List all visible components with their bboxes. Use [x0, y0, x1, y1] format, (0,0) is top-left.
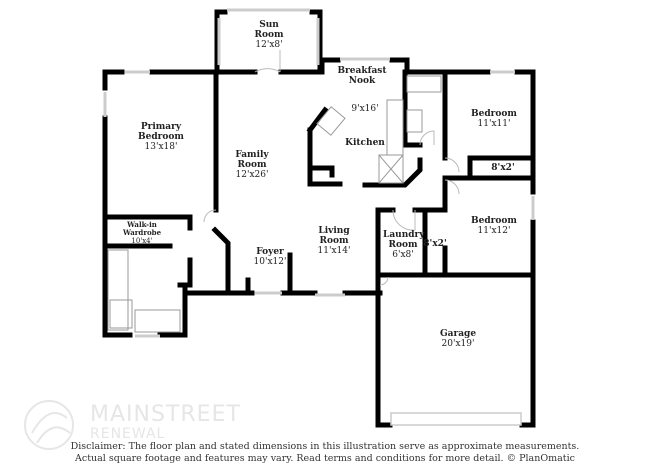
closet-label-1: 8'x2' [491, 163, 515, 173]
disclaimer-line-1: Disclaimer: The floor plan and stated di… [70, 441, 580, 452]
closet-label-2: 8'x2' [423, 239, 447, 249]
room-label-kitchen: Kitchen [345, 138, 385, 148]
room-dim-breakfast-nook: 9'x16' [351, 104, 379, 114]
doors [203, 50, 460, 286]
windows [103, 8, 535, 338]
fixtures [107, 75, 442, 333]
logo-icon [24, 400, 74, 450]
garage-door [390, 412, 522, 426]
walls [102, 9, 536, 428]
mainstreet-logo: MAINSTREET RENEWAL [22, 398, 240, 457]
disclaimer-line-2: Actual square footage and features may v… [75, 453, 575, 464]
room-label-breakfast-nook: Breakfast Nook [337, 66, 387, 86]
